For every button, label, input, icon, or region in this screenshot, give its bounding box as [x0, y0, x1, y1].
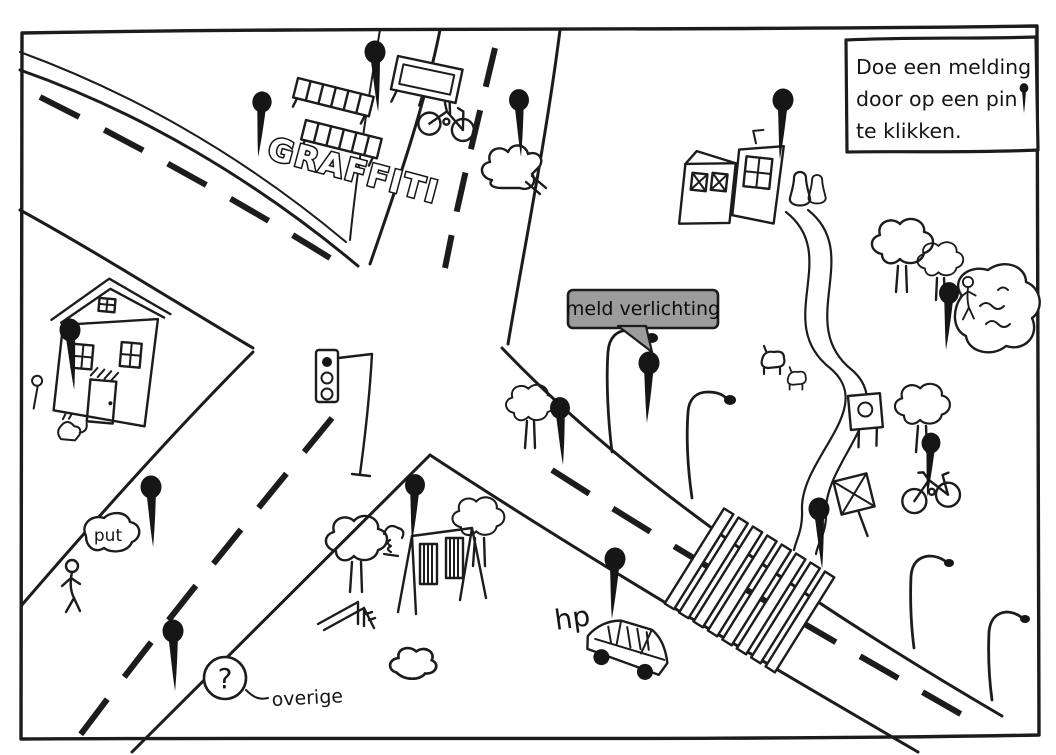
- instruction-line-1: Doe een melding: [856, 55, 1031, 79]
- pin-playground[interactable]: [402, 473, 426, 543]
- instruction-box: Doe een melding door op een pin te klikk…: [844, 35, 1040, 154]
- instruction-line-3: te klikken.: [856, 119, 962, 143]
- center-dashes-southeast: [550, 467, 982, 728]
- bench-2: [299, 118, 383, 167]
- center-dashes-west: [38, 94, 332, 261]
- crossing-sign: [832, 472, 876, 538]
- person-walking: [60, 558, 82, 614]
- skittle-figures: [788, 170, 827, 207]
- car: [586, 619, 669, 680]
- road-edge-sw-right: [130, 453, 432, 754]
- person-at-pond: [959, 275, 977, 321]
- bench-1: [291, 76, 375, 125]
- pond: [953, 263, 1041, 354]
- bush: [388, 646, 438, 681]
- tree-at-crossing: [504, 383, 556, 450]
- bicycle-top: [417, 101, 476, 143]
- road-edge-n-right: [506, 28, 562, 346]
- slide: [316, 600, 377, 632]
- put-label: put: [94, 526, 123, 546]
- tooltip-label: meld verlichting: [566, 298, 720, 320]
- tooltip-meld-verlichting[interactable]: meld verlichting: [566, 288, 720, 354]
- pin-put[interactable]: [140, 475, 164, 548]
- frame-border: [19, 24, 1041, 741]
- house: [31, 277, 172, 442]
- overige-label: overige: [271, 685, 343, 711]
- trees-northeast: [870, 217, 965, 454]
- sidewalk-line-top-left: [19, 51, 347, 243]
- road-edge-nw-bottom: [18, 208, 255, 350]
- picnic-table: [389, 54, 464, 116]
- hp-label: hp: [552, 599, 592, 637]
- info-board: [846, 392, 885, 449]
- spring-rider: [382, 524, 405, 558]
- zebra-crossing: [663, 507, 836, 674]
- pin-road-bottom-left[interactable]: [162, 619, 186, 692]
- question-marker[interactable]: ? overige: [202, 655, 344, 711]
- question-label: ?: [218, 662, 233, 695]
- road-edge-sw-left: [19, 350, 255, 608]
- manhole-put: put: [83, 511, 141, 553]
- factory-sheds: [677, 128, 785, 225]
- road-edge-n-left: [368, 28, 442, 266]
- pin-crossing-sign[interactable]: [807, 496, 833, 570]
- pin-meld-verlichting[interactable]: [636, 351, 660, 424]
- instruction-line-2: door op een pin: [856, 87, 1018, 111]
- road-edge-nw-top: [18, 68, 360, 268]
- swing-set: [396, 526, 488, 616]
- glove-doodle: [480, 144, 548, 196]
- pin-tree-crossing[interactable]: [549, 396, 573, 466]
- bicycle-right: [901, 471, 962, 515]
- pin-car[interactable]: [601, 546, 627, 620]
- animal-doodles: [760, 344, 807, 391]
- center-dashes-north: [442, 47, 498, 269]
- traffic-light: [314, 348, 374, 478]
